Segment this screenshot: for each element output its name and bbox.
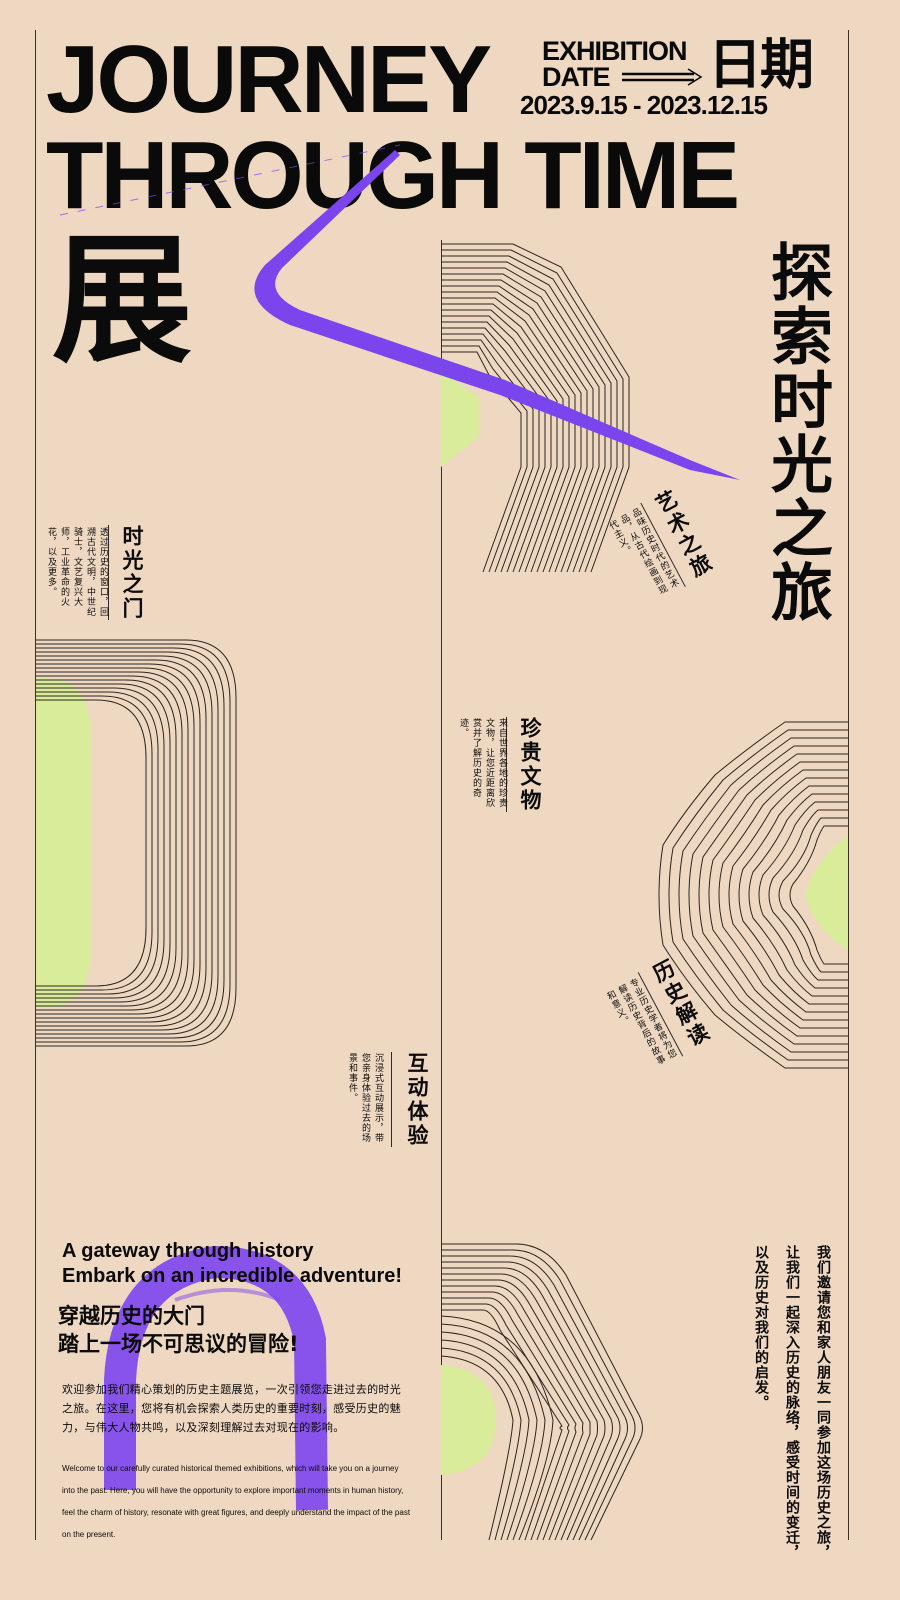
frame-line-right <box>848 30 849 1540</box>
concentric-scalloped-right <box>658 721 848 1069</box>
en-paragraph: Welcome to our carefully curated histori… <box>62 1464 411 1539</box>
date-cn: 日期 <box>708 33 814 96</box>
vertical-headline: 探索时光之旅 <box>760 240 833 624</box>
frame-line-middle <box>441 240 442 1540</box>
en-headline-1: A gateway through history <box>62 1240 314 1262</box>
invite-column-3: 以及历史对我们的启发。 <box>753 1245 769 1410</box>
section-divider <box>391 1052 392 1147</box>
section-body-treasures: 来自世界各地的珍贵文物，让您近距离欣赏并了解历史的奇迹。 <box>458 718 507 808</box>
purple-brush-stroke-top <box>59 144 741 480</box>
section-body-time-gate: 透过历史的窗口，回溯古代文明，中世纪骑士，文艺复兴大师，工业革命的火花，以及更多… <box>46 527 108 617</box>
concentric-pentagon-bottom <box>440 1243 643 1541</box>
cn-headline-2: 踏上一场不可思议的冒险! <box>58 1332 299 1356</box>
exhibition-label: EXHIBITION <box>542 36 688 66</box>
double-arrow-right-icon <box>622 68 703 86</box>
section-divider <box>506 717 507 812</box>
cn-paragraph: 欢迎参加我们精心策划的历史主题展览，一次引领您走进过去的时光之旅。在这里，您将有… <box>62 1383 401 1434</box>
exhibition-char: 展 <box>52 220 193 383</box>
section-title-time-gate: 时光之门 <box>120 525 145 621</box>
section-divider <box>108 525 109 620</box>
invite-column-1: 我们邀请您和家人朋友一同参加这场历史之旅， <box>815 1245 831 1560</box>
frame-line-left <box>35 30 36 1540</box>
section-title-treasures: 珍贵文物 <box>518 717 543 813</box>
concentric-rounded-left <box>36 639 237 1047</box>
section-body-interactive: 沉浸式互动展示，带您亲身体验过去的场景和事件。 <box>347 1053 383 1143</box>
en-headline-2: Embark on an incredible adventure! <box>62 1265 403 1287</box>
cn-headline-1: 穿越历史的大门 <box>58 1304 205 1328</box>
title-line-2: THROUGH TIME <box>46 122 740 229</box>
section-title-interactive: 互动体验 <box>405 1052 430 1148</box>
invite-column-2: 让我们一起深入历史的脉络，感受时间的变迁， <box>784 1245 800 1560</box>
title-line-1: JOURNEY <box>46 26 492 133</box>
date-range: 2023.9.15 - 2023.12.15 <box>520 90 768 120</box>
date-label: DATE <box>542 62 610 92</box>
concentric-octagon-top <box>441 243 630 573</box>
